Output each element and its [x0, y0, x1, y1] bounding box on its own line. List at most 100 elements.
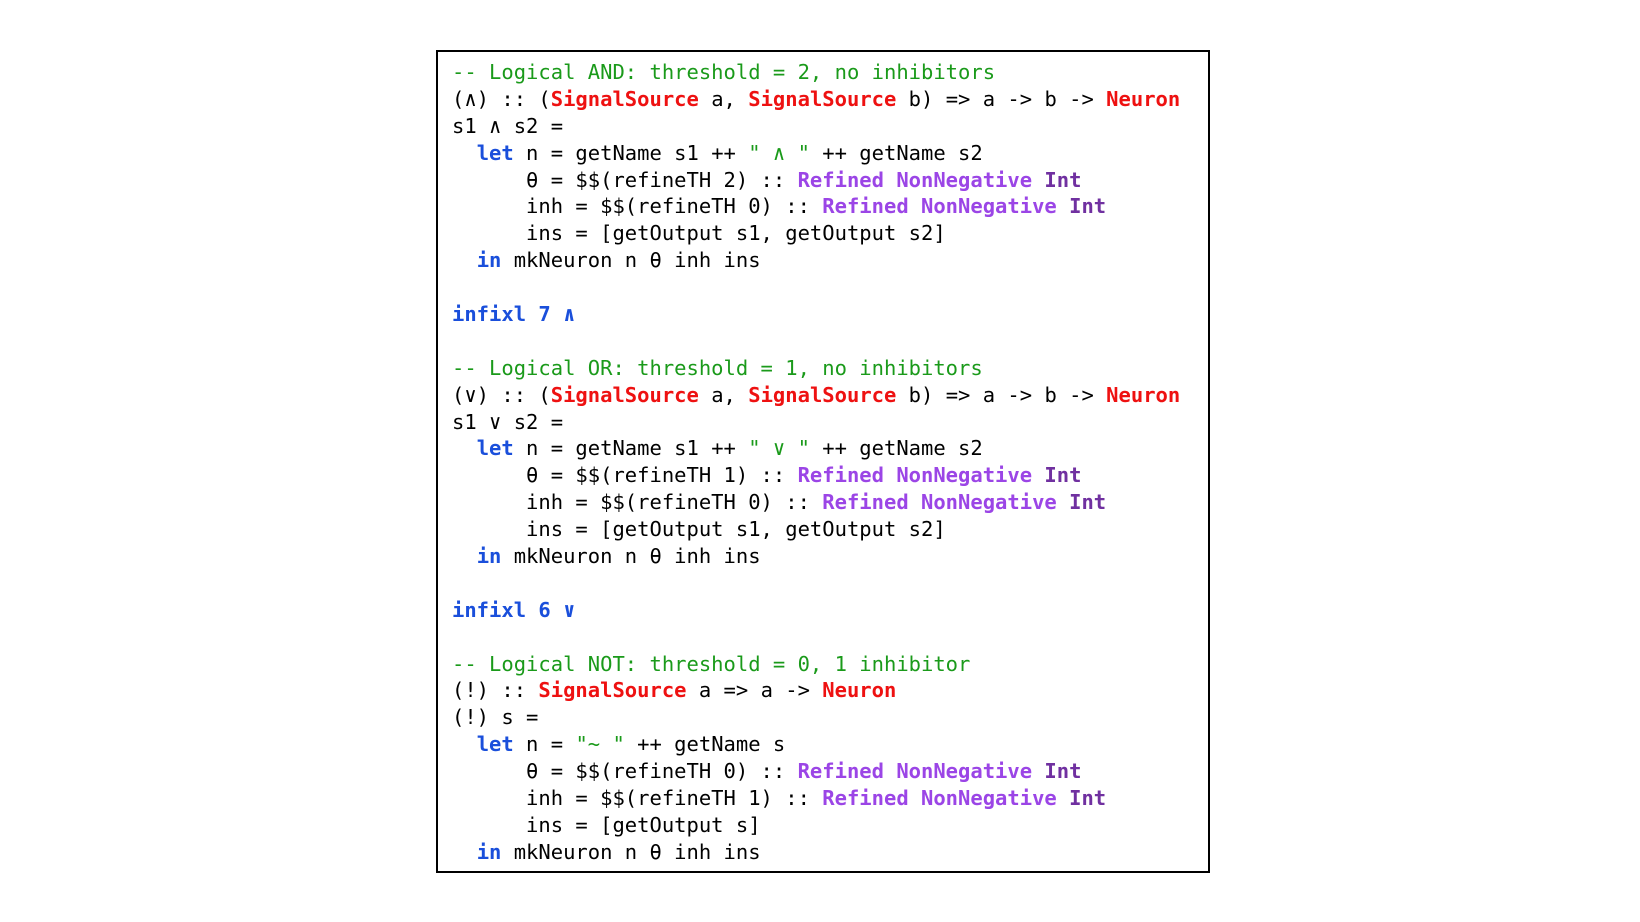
code-line: θ = $$(refineTH 2) :: Refined NonNegativ…: [452, 167, 1208, 194]
code-text: n = getName s1 ++: [513, 140, 749, 165]
code-text: [452, 732, 477, 756]
int-type: Int: [1069, 786, 1107, 811]
code-text: a,: [698, 86, 749, 111]
code-text: ins = [getOutput s1, getOutput s2]: [452, 517, 946, 542]
code-text: ++ getName s: [624, 732, 786, 757]
code-line: (!) :: SignalSource a => a -> Neuron: [452, 677, 1208, 704]
code-line: in mkNeuron n θ inh ins: [452, 543, 1208, 570]
type-name: SignalSource: [748, 86, 897, 111]
keyword: in: [476, 248, 502, 273]
code-text: ins = [getOutput s]: [452, 812, 761, 837]
code-text: inh = $$(refineTH 0) ::: [452, 194, 823, 219]
code-text: [1032, 463, 1044, 487]
code-line: [452, 570, 1208, 597]
code-line: in mkNeuron n θ inh ins: [452, 839, 1208, 866]
code-text: s1 ∨ s2 =: [452, 409, 564, 434]
type-name: SignalSource: [748, 382, 897, 407]
code-text: a => a ->: [686, 678, 823, 703]
keyword: infixl 7 ∧: [452, 302, 576, 327]
code-text: ++ getName s2: [809, 140, 983, 165]
code-line: inh = $$(refineTH 0) :: Refined NonNegat…: [452, 489, 1208, 516]
code-text: [452, 248, 477, 272]
code-line: -- Logical AND: threshold = 2, no inhibi…: [452, 59, 1208, 86]
code-comment: -- Logical AND: threshold = 2, no inhibi…: [452, 60, 996, 84]
code-line: θ = $$(refineTH 1) :: Refined NonNegativ…: [452, 462, 1208, 489]
code-text: [1032, 759, 1044, 783]
code-line: inh = $$(refineTH 0) :: Refined NonNegat…: [452, 193, 1208, 220]
code-line: infixl 7 ∧: [452, 301, 1208, 328]
int-type: Int: [1044, 463, 1082, 488]
code-text: s1 ∧ s2 =: [452, 113, 564, 138]
type-name: Neuron: [1106, 86, 1181, 111]
int-type: Int: [1044, 167, 1082, 192]
code-line: ins = [getOutput s1, getOutput s2]: [452, 220, 1208, 247]
code-line: [452, 624, 1208, 651]
code-line: ins = [getOutput s1, getOutput s2]: [452, 516, 1208, 543]
code-text: inh = $$(refineTH 1) ::: [452, 786, 823, 811]
code-text: θ = $$(refineTH 0) ::: [452, 759, 798, 784]
code-line: θ = $$(refineTH 0) :: Refined NonNegativ…: [452, 758, 1208, 785]
refined-type: Refined NonNegative: [797, 463, 1033, 488]
code-line: infixl 6 ∨: [452, 597, 1208, 624]
code-line: let n = getName s1 ++ " ∨ " ++ getName s…: [452, 435, 1208, 462]
code-text: θ = $$(refineTH 2) ::: [452, 167, 798, 192]
code-text: b) => a -> b ->: [896, 86, 1107, 111]
code-text: b) => a -> b ->: [896, 382, 1107, 407]
code-line: [452, 328, 1208, 355]
keyword: let: [476, 436, 514, 461]
code-text: inh = $$(refineTH 0) ::: [452, 490, 823, 515]
refined-type: Refined NonNegative: [797, 759, 1033, 784]
keyword: infixl 6 ∨: [452, 597, 576, 622]
code-line: -- Logical NOT: threshold = 0, 1 inhibit…: [452, 651, 1208, 678]
keyword: let: [476, 732, 514, 757]
int-type: Int: [1069, 490, 1107, 515]
keyword: in: [476, 544, 502, 569]
code-line: in mkNeuron n θ inh ins: [452, 247, 1208, 274]
code-text: [1057, 786, 1069, 810]
code-text: ++ getName s2: [809, 436, 983, 461]
code-line: -- Logical OR: threshold = 1, no inhibit…: [452, 355, 1208, 382]
code-text: (!) s =: [452, 705, 539, 730]
code-text: [452, 544, 477, 568]
code-text: [1057, 490, 1069, 514]
int-type: Int: [1069, 194, 1107, 219]
code-text: (!) ::: [452, 678, 539, 703]
string-literal: " ∧ ": [748, 140, 810, 165]
code-text: [1057, 194, 1069, 218]
refined-type: Refined NonNegative: [822, 786, 1057, 811]
code-text: ins = [getOutput s1, getOutput s2]: [452, 221, 946, 246]
code-text: θ = $$(refineTH 1) ::: [452, 463, 798, 488]
code-text: n =: [513, 732, 576, 757]
code-line: s1 ∨ s2 =: [452, 409, 1208, 436]
code-line: (∧) :: (SignalSource a, SignalSource b) …: [452, 86, 1208, 113]
code-text: [452, 840, 477, 864]
code-text: a,: [698, 382, 749, 407]
code-comment: -- Logical OR: threshold = 1, no inhibit…: [452, 355, 983, 380]
type-name: SignalSource: [538, 678, 687, 703]
type-name: SignalSource: [550, 382, 699, 407]
code-comment: -- Logical NOT: threshold = 0, 1 inhibit…: [452, 651, 971, 676]
int-type: Int: [1044, 759, 1082, 784]
keyword: let: [476, 140, 514, 165]
code-listing: -- Logical AND: threshold = 2, no inhibi…: [436, 50, 1210, 873]
code-line: let n = "~ " ++ getName s: [452, 731, 1208, 758]
string-literal: "~ ": [575, 732, 625, 757]
code-line: inh = $$(refineTH 1) :: Refined NonNegat…: [452, 785, 1208, 812]
code-line: let n = getName s1 ++ " ∧ " ++ getName s…: [452, 140, 1208, 167]
code-text: [1032, 168, 1044, 192]
keyword: in: [476, 839, 502, 864]
refined-type: Refined NonNegative: [822, 194, 1057, 219]
code-text: mkNeuron n θ inh ins: [501, 248, 761, 273]
code-text: mkNeuron n θ inh ins: [501, 839, 761, 864]
code-line: [452, 274, 1208, 301]
type-name: Neuron: [822, 678, 897, 703]
code-text: [452, 141, 477, 165]
refined-type: Refined NonNegative: [797, 167, 1033, 192]
code-line: ins = [getOutput s]: [452, 812, 1208, 839]
refined-type: Refined NonNegative: [822, 490, 1057, 515]
code-text: n = getName s1 ++: [513, 436, 749, 461]
code-text: [452, 436, 477, 460]
type-name: Neuron: [1106, 382, 1181, 407]
code-line: s1 ∧ s2 =: [452, 113, 1208, 140]
type-name: SignalSource: [550, 86, 699, 111]
